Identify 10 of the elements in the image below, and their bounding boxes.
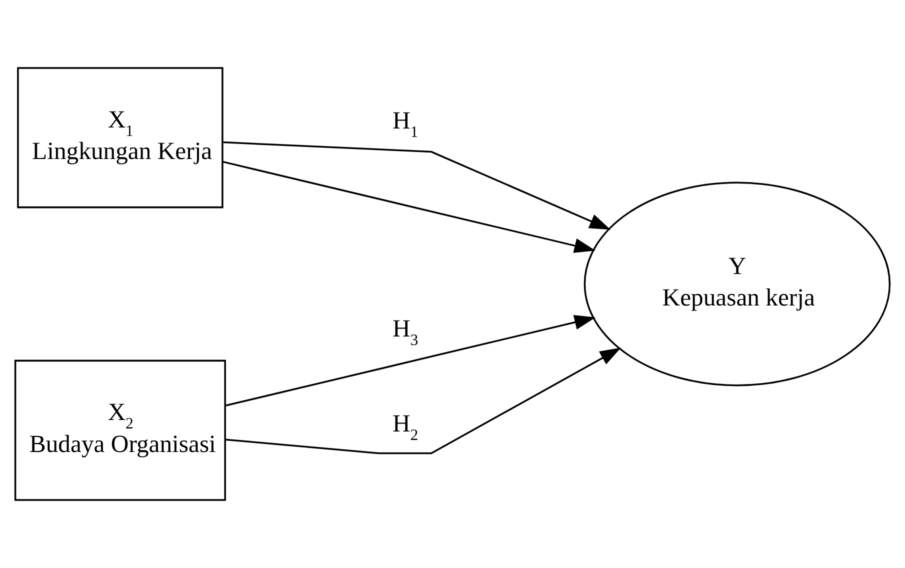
edge-label: H$_{3}$ <box>392 315 418 349</box>
node-box: X$_{2}$ Budaya Organisasi <box>14 360 226 501</box>
edge-label: H$_{1}$ <box>392 107 418 141</box>
edge-label: H$_{2}$ <box>392 410 418 444</box>
node-box: X$_{1}$ Lingkungan Kerja <box>17 67 224 208</box>
arrow <box>222 160 596 253</box>
node-ellipse: Y Kepuasan kerja <box>584 182 891 386</box>
arrow <box>225 315 596 407</box>
arrow <box>225 348 622 454</box>
arrow <box>223 141 611 230</box>
